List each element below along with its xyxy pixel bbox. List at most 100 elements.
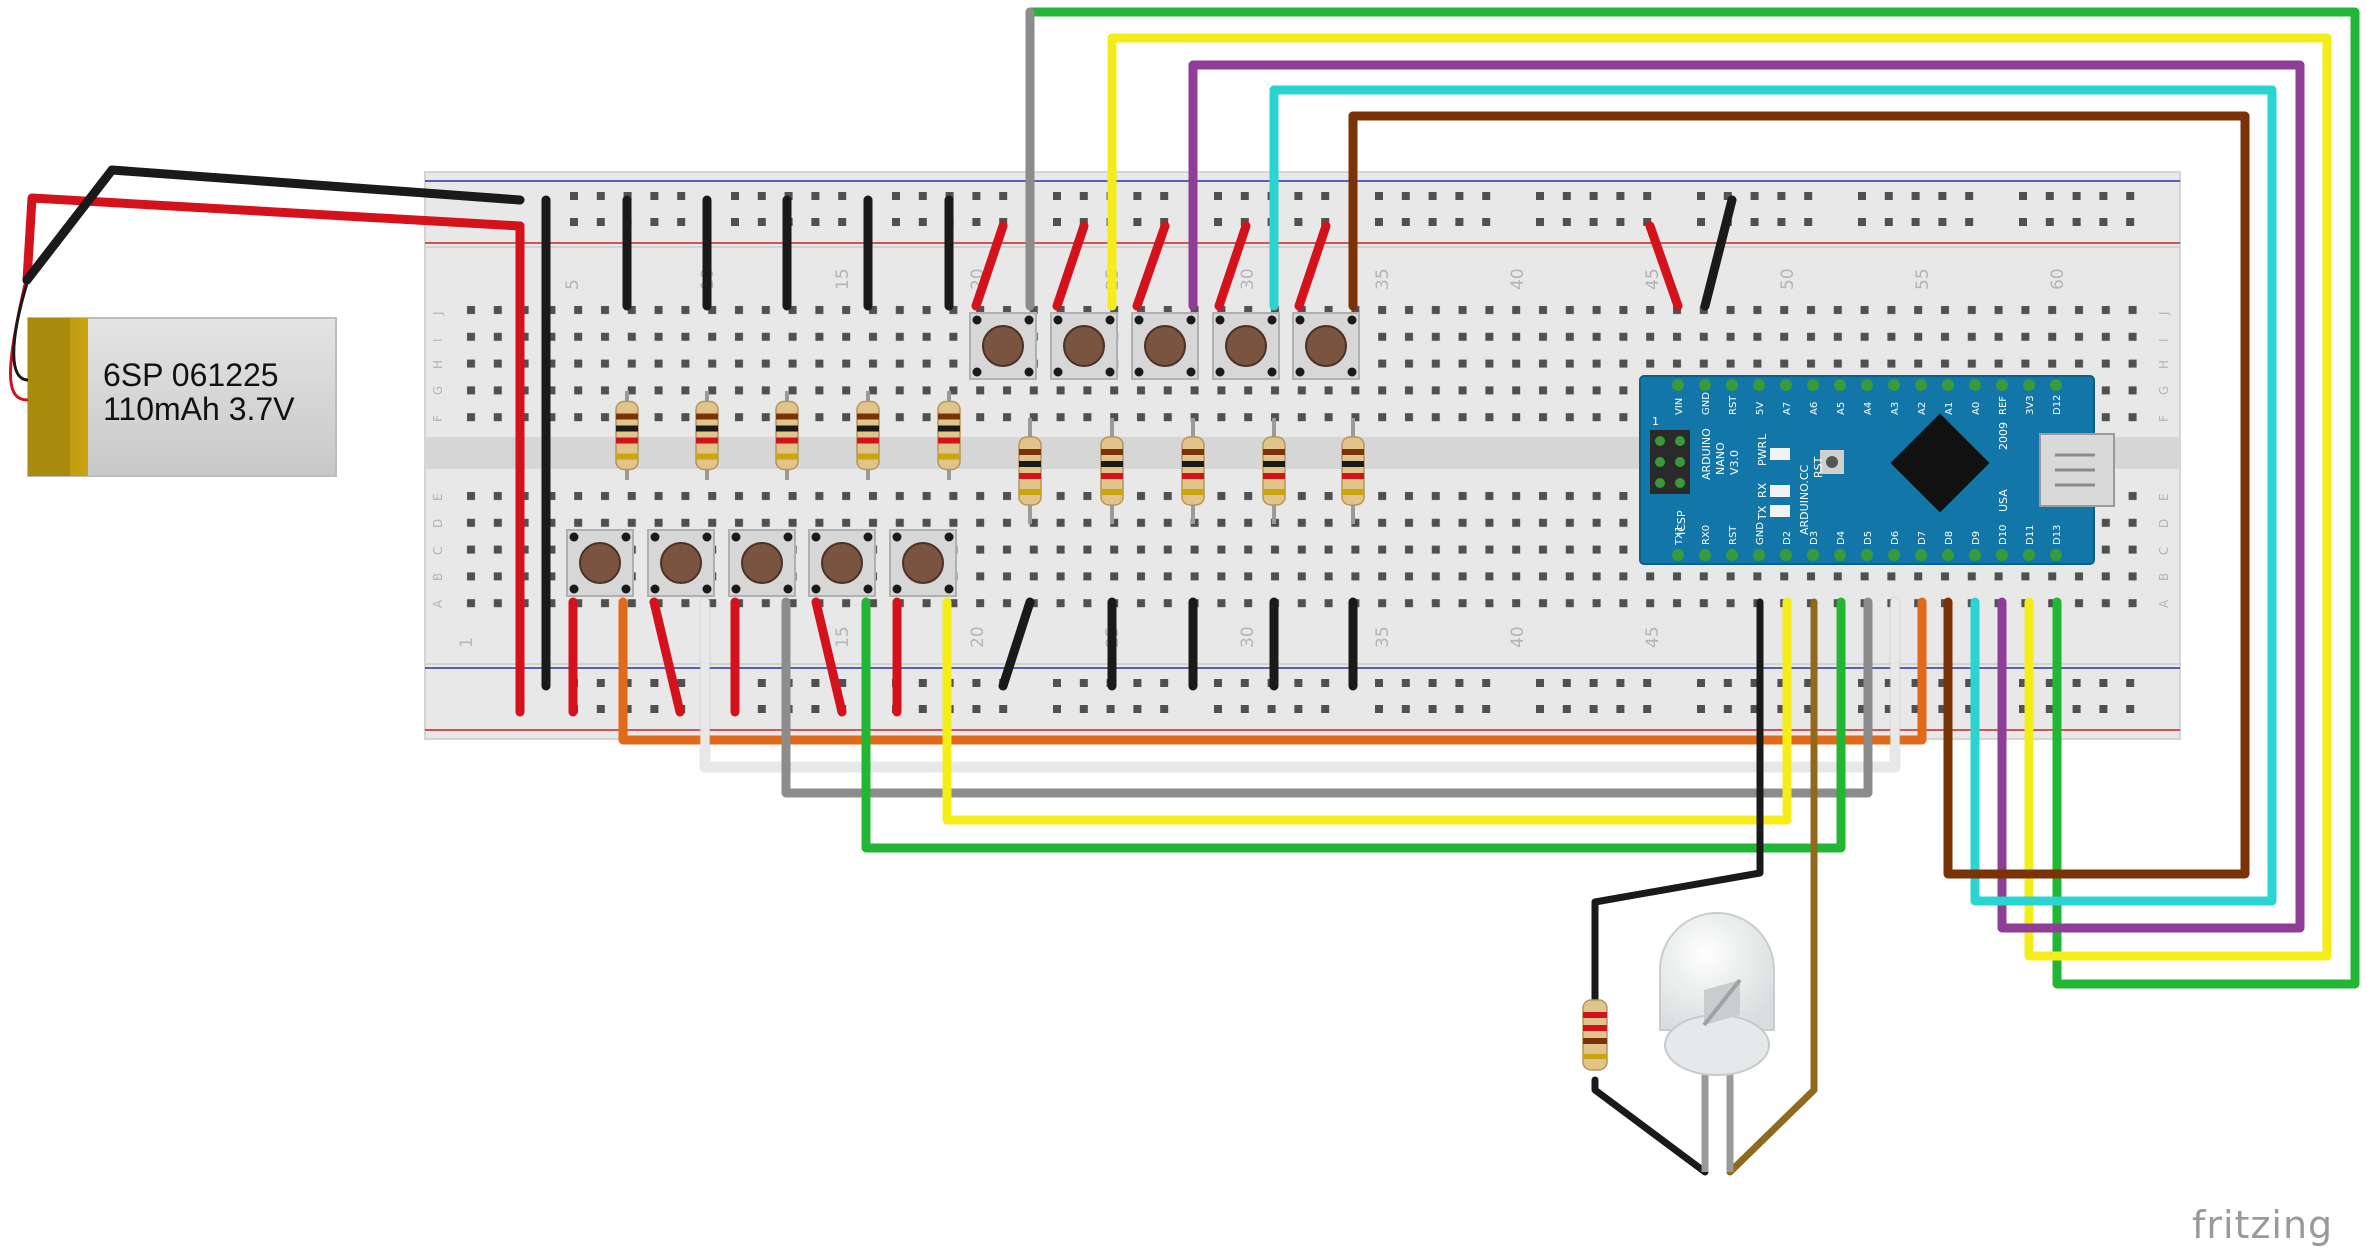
rail-hole [1777, 218, 1786, 226]
wire-brown-loop [1348, 111, 2250, 879]
nano-top-pin-label: D12 [2052, 395, 2063, 415]
wire-black-battery [22, 165, 525, 285]
rail-hole [2045, 192, 2054, 200]
column-number: 35 [1373, 268, 1393, 290]
rail-hole [1589, 679, 1598, 687]
rail-hole [1911, 192, 1920, 200]
nano-top-pin-label: A2 [1917, 402, 1928, 415]
nano-bottom-pin-label: GND [1755, 522, 1766, 545]
rail-hole [1214, 679, 1222, 687]
rail-hole [1777, 679, 1786, 687]
rail-hole [918, 218, 927, 226]
nano-bottom-pin-label: RST [1728, 525, 1739, 545]
push-button [1212, 312, 1280, 380]
rail-hole [892, 218, 900, 226]
nano-pin [2023, 379, 2035, 391]
arduino-nano: VINTX1GNDRX0RSTRST5VGNDA7D2A6D3A5D4A4D5A… [1639, 375, 2115, 565]
rail-hole [1455, 192, 1464, 200]
rail-hole [1133, 218, 1142, 226]
rail-hole [1723, 192, 1732, 200]
rail-hole [1884, 705, 1893, 713]
column-number: 60 [2048, 268, 2068, 290]
nano-pin [1699, 379, 1711, 391]
rail-hole [1375, 192, 1383, 200]
rail-hole [1455, 218, 1464, 226]
wire-black-led [1591, 598, 1764, 1004]
nano-pin [1672, 549, 1684, 561]
nano-pin [1807, 379, 1819, 391]
rail-hole [596, 705, 605, 713]
rail-hole [623, 679, 632, 687]
rail-hole [1428, 679, 1437, 687]
column-number: 5 [563, 279, 583, 290]
rail-hole [918, 679, 927, 687]
rail-hole [1401, 192, 1410, 200]
nano-pin [1780, 379, 1792, 391]
rail-hole [1482, 705, 1491, 713]
rail-hole [2072, 218, 2081, 226]
rail-hole [1133, 705, 1142, 713]
bottom-column-number: 1 [457, 637, 477, 648]
rail-hole [1214, 705, 1222, 713]
row-letter: I [431, 338, 445, 342]
nano-pin [1996, 549, 2008, 561]
rail-hole [1294, 679, 1303, 687]
rail-hole [1938, 679, 1947, 687]
rail-hole [1643, 705, 1652, 713]
push-buttons [566, 312, 1360, 597]
resistor [856, 391, 880, 480]
rail-hole [972, 679, 981, 687]
rail-hole [650, 679, 659, 687]
rail-hole [1133, 192, 1142, 200]
rail-hole [1965, 705, 1974, 713]
nano-pin [1861, 379, 1873, 391]
bottom-column-number: 45 [1643, 626, 1663, 648]
rail-hole [1750, 705, 1759, 713]
rail-hole [838, 679, 847, 687]
nano-top-pin-label: GND [1701, 392, 1712, 415]
resistor [937, 391, 961, 480]
nano-top-pin-label: A1 [1944, 402, 1955, 415]
row-letter: E [2157, 493, 2171, 501]
rail-hole [1455, 679, 1464, 687]
rail-hole [596, 218, 605, 226]
arduino-name-line2: NANO [1714, 442, 1727, 475]
rail-hole [972, 218, 981, 226]
rail-hole [2045, 705, 2054, 713]
nano-bottom-pin-label: D3 [1809, 531, 1820, 545]
arduino-site-label: ARDUINO.CC [1798, 464, 1811, 535]
row-letter: F [2157, 415, 2171, 422]
rail-hole [1965, 679, 1974, 687]
nano-top-pin-label: A3 [1890, 402, 1901, 415]
push-button [1131, 312, 1199, 380]
rail-hole [1938, 192, 1947, 200]
wire-green-bus [861, 597, 1846, 853]
rail-hole [1053, 192, 1061, 200]
rail-hole [1321, 705, 1330, 713]
rail-hole [2045, 679, 2054, 687]
nano-pin [1915, 379, 1927, 391]
rail-hole [972, 705, 981, 713]
rail-hole [650, 705, 659, 713]
rail-hole [1643, 192, 1652, 200]
rail-hole [1965, 192, 1974, 200]
nano-bottom-pin-label: D10 [1998, 525, 2009, 545]
rail-hole [1589, 705, 1598, 713]
wires [22, 7, 2360, 1176]
column-number: 30 [1238, 268, 1258, 290]
row-letter: B [431, 573, 445, 581]
rail-hole [2099, 218, 2108, 226]
rail-hole [1562, 218, 1571, 226]
resistor [1018, 418, 1042, 524]
wire-olive-led [1726, 598, 1818, 1176]
wire-white-bus [700, 597, 1900, 772]
rail-hole [2099, 192, 2108, 200]
nano-top-pin-label: 5V [1755, 402, 1766, 415]
rail-hole [1804, 705, 1813, 713]
rail-hole [1536, 218, 1544, 226]
nano-pin [1942, 549, 1954, 561]
nano-pin [1699, 549, 1711, 561]
rail-hole [1321, 679, 1330, 687]
rail-hole [1616, 218, 1625, 226]
